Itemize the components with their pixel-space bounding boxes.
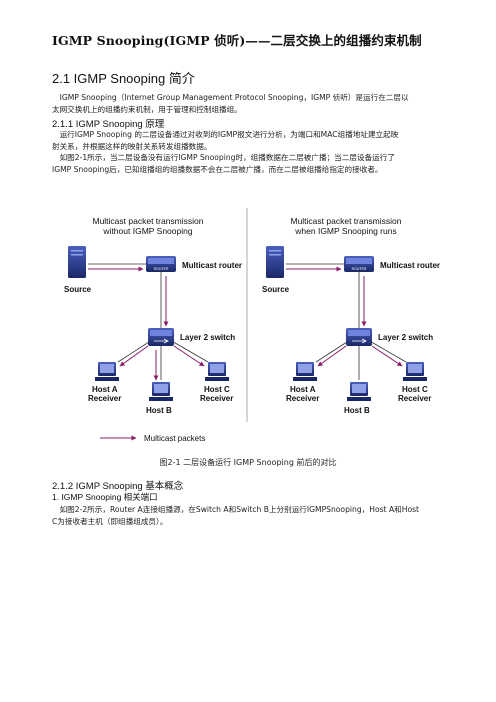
left-panel-title-2: without IGMP Snooping	[102, 226, 192, 236]
section-2-1-2-heading: 2.1.2 IGMP Snooping 基本概念	[52, 481, 184, 492]
left-host-c-label: Host C	[204, 385, 230, 394]
figure-caption: 图2-1 二层设备运行 IGMP Snooping 前后的对比	[159, 458, 337, 467]
right-host-c-receiver: Receiver	[398, 394, 431, 403]
left-host-a-label: Host A	[92, 385, 118, 394]
right-host-b-icon	[347, 382, 371, 401]
right-source-label: Source	[262, 285, 290, 294]
right-host-c-label: Host C	[402, 385, 428, 394]
right-switch-icon	[346, 328, 372, 346]
legend-label: Multicast packets	[144, 434, 205, 443]
principle-line-3: 如图2-1所示，当二层设备没有运行IGMP Snooping时，组播数据在二层被…	[52, 153, 395, 163]
intro-paragraph: IGMP Snooping（Internet Group Management …	[52, 92, 452, 115]
right-host-a-receiver: Receiver	[286, 394, 319, 403]
section-1-heading: 1. IGMP Snooping 相关端口	[52, 492, 158, 502]
principle-line-2: 射关系，并根据这样的映射关系转发组播数据。	[52, 141, 212, 151]
principle-line-1: 运行IGMP Snooping 的二层设备通过对收到的IGMP报文进行分析，为端…	[52, 130, 399, 139]
intro-line-2: 太网交换机上的组播约束机制，用于管理和控制组播组。	[52, 104, 242, 114]
intro-line-1: IGMP Snooping（Internet Group Management …	[52, 93, 409, 102]
right-panel-title-1: Multicast packet transmission	[290, 216, 401, 226]
section-2-1-heading: 2.1 IGMP Snooping 简介	[52, 71, 195, 86]
principle-paragraph: 运行IGMP Snooping 的二层设备通过对收到的IGMP报文进行分析，为端…	[52, 129, 452, 175]
right-router-label: Multicast router	[380, 261, 440, 270]
left-host-b-icon	[149, 382, 173, 401]
right-host-b-label: Host B	[344, 406, 370, 415]
left-source-label: Source	[64, 285, 92, 294]
left-router-label: Multicast router	[182, 261, 242, 270]
left-switch-label: Layer 2 switch	[180, 333, 235, 342]
principle-line-4: IGMP Snooping后，已知组播组的组播数据不会在二层被广播，而在二层被组…	[52, 164, 383, 174]
document-title: IGMP Snooping(IGMP 侦听)——二层交换上的组播约束机制	[52, 33, 422, 48]
left-switch-icon	[148, 328, 174, 346]
left-panel: Multicast packet transmission without IG…	[64, 216, 242, 415]
left-host-c-receiver: Receiver	[200, 394, 233, 403]
ports-line-1: 如图2-2所示，Router A连接组播源，在Switch A和Switch B…	[52, 505, 420, 514]
svg-text:ROUTER: ROUTER	[154, 267, 169, 271]
right-switch-label: Layer 2 switch	[378, 333, 433, 342]
ports-line-2: C为接收者主机（即组播组成员）。	[52, 516, 168, 526]
left-host-b-label: Host B	[146, 406, 172, 415]
svg-text:ROUTER: ROUTER	[352, 267, 367, 271]
right-panel: Multicast packet transmission when IGMP …	[262, 216, 440, 415]
right-host-a-icon	[293, 362, 317, 381]
right-panel-title-2: when IGMP Snooping runs	[294, 226, 396, 236]
left-host-c-icon	[205, 362, 229, 381]
left-host-a-receiver: Receiver	[88, 394, 121, 403]
right-host-c-icon	[403, 362, 427, 381]
diagram-legend: Multicast packets	[100, 434, 205, 443]
left-source-server-icon	[68, 246, 86, 278]
ports-paragraph: 如图2-2所示，Router A连接组播源，在Switch A和Switch B…	[52, 504, 452, 527]
right-source-server-icon	[266, 246, 284, 278]
right-host-a-label: Host A	[290, 385, 316, 394]
left-router-icon: ROUTER	[146, 256, 176, 272]
left-host-a-icon	[95, 362, 119, 381]
left-panel-title-1: Multicast packet transmission	[92, 216, 203, 226]
section-2-1-1-heading: 2.1.1 IGMP Snooping 原理	[52, 119, 165, 130]
igmp-snooping-diagram: Multicast packet transmission without IG…	[64, 208, 440, 443]
right-router-icon: ROUTER	[344, 256, 374, 272]
